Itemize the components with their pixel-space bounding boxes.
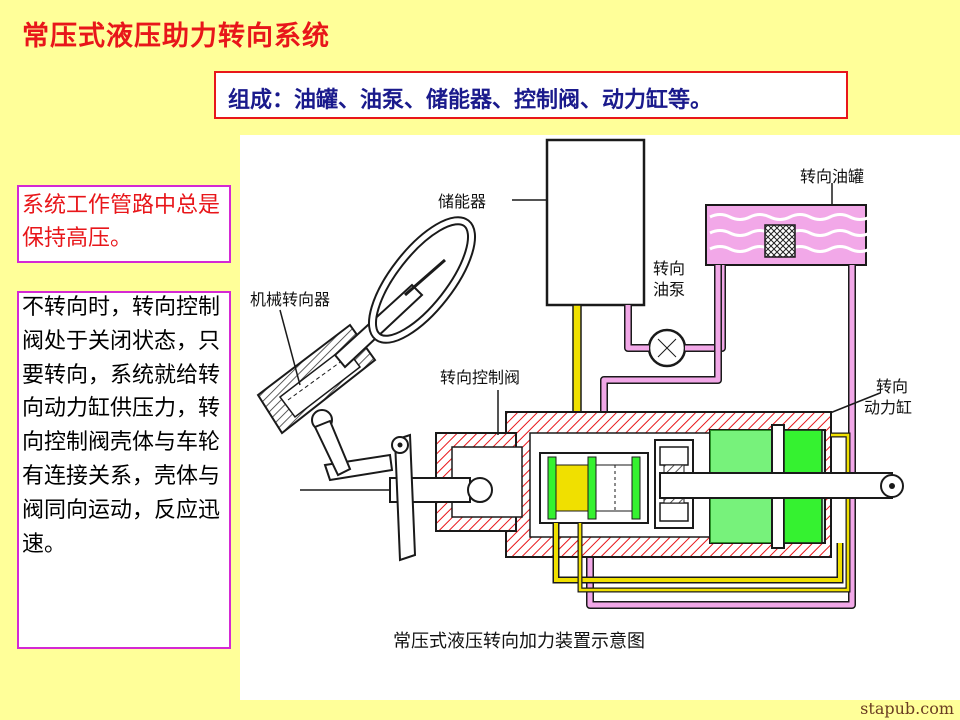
valve-feed-lines <box>552 432 851 593</box>
reservoir-label: 转向油罐 <box>800 167 864 186</box>
cylinder-leader-line <box>829 392 881 414</box>
pump-label-line1: 转向 <box>653 259 685 278</box>
operation-note-box: 不转向时，转向控制阀处于关闭状态，只要转向，系统就给转向动力缸供压力，转向控制阀… <box>17 291 231 649</box>
operation-note-text: 不转向时，转向控制阀处于关闭状态，只要转向，系统就给转向动力缸供压力，转向控制阀… <box>22 295 221 557</box>
watermark: stapub.com <box>860 699 954 718</box>
steering-gear-label: 机械转向器 <box>250 290 330 309</box>
pump <box>647 328 687 368</box>
accumulator <box>512 138 646 307</box>
piston-rod <box>659 472 904 499</box>
slide-title: 常压式液压助力转向系统 <box>22 21 330 52</box>
steering-column <box>333 283 424 369</box>
accumulator-label: 储能器 <box>438 192 486 211</box>
cylinder-label-line1: 转向 <box>876 377 908 396</box>
steering-wheel <box>367 216 477 344</box>
pump-label-line2: 油泵 <box>653 280 685 299</box>
valve-spool <box>539 452 649 524</box>
diagram-caption: 常压式液压转向加力装置示意图 <box>393 631 645 652</box>
reservoir <box>705 183 871 266</box>
high-pressure-note-text: 系统工作管路中总是保持高压。 <box>22 193 221 251</box>
high-pressure-note-box: 系统工作管路中总是保持高压。 <box>17 185 231 263</box>
components-text: 组成：油罐、油泵、储能器、控制阀、动力缸等。 <box>228 88 713 113</box>
cylinder-label-line2: 动力缸 <box>864 398 912 417</box>
steering-system-diagram: 储能器 转向油罐 转向 油泵 <box>240 135 960 700</box>
components-box: 组成：油罐、油泵、储能器、控制阀、动力缸等。 <box>214 71 848 119</box>
valve-label: 转向控制阀 <box>440 368 520 387</box>
